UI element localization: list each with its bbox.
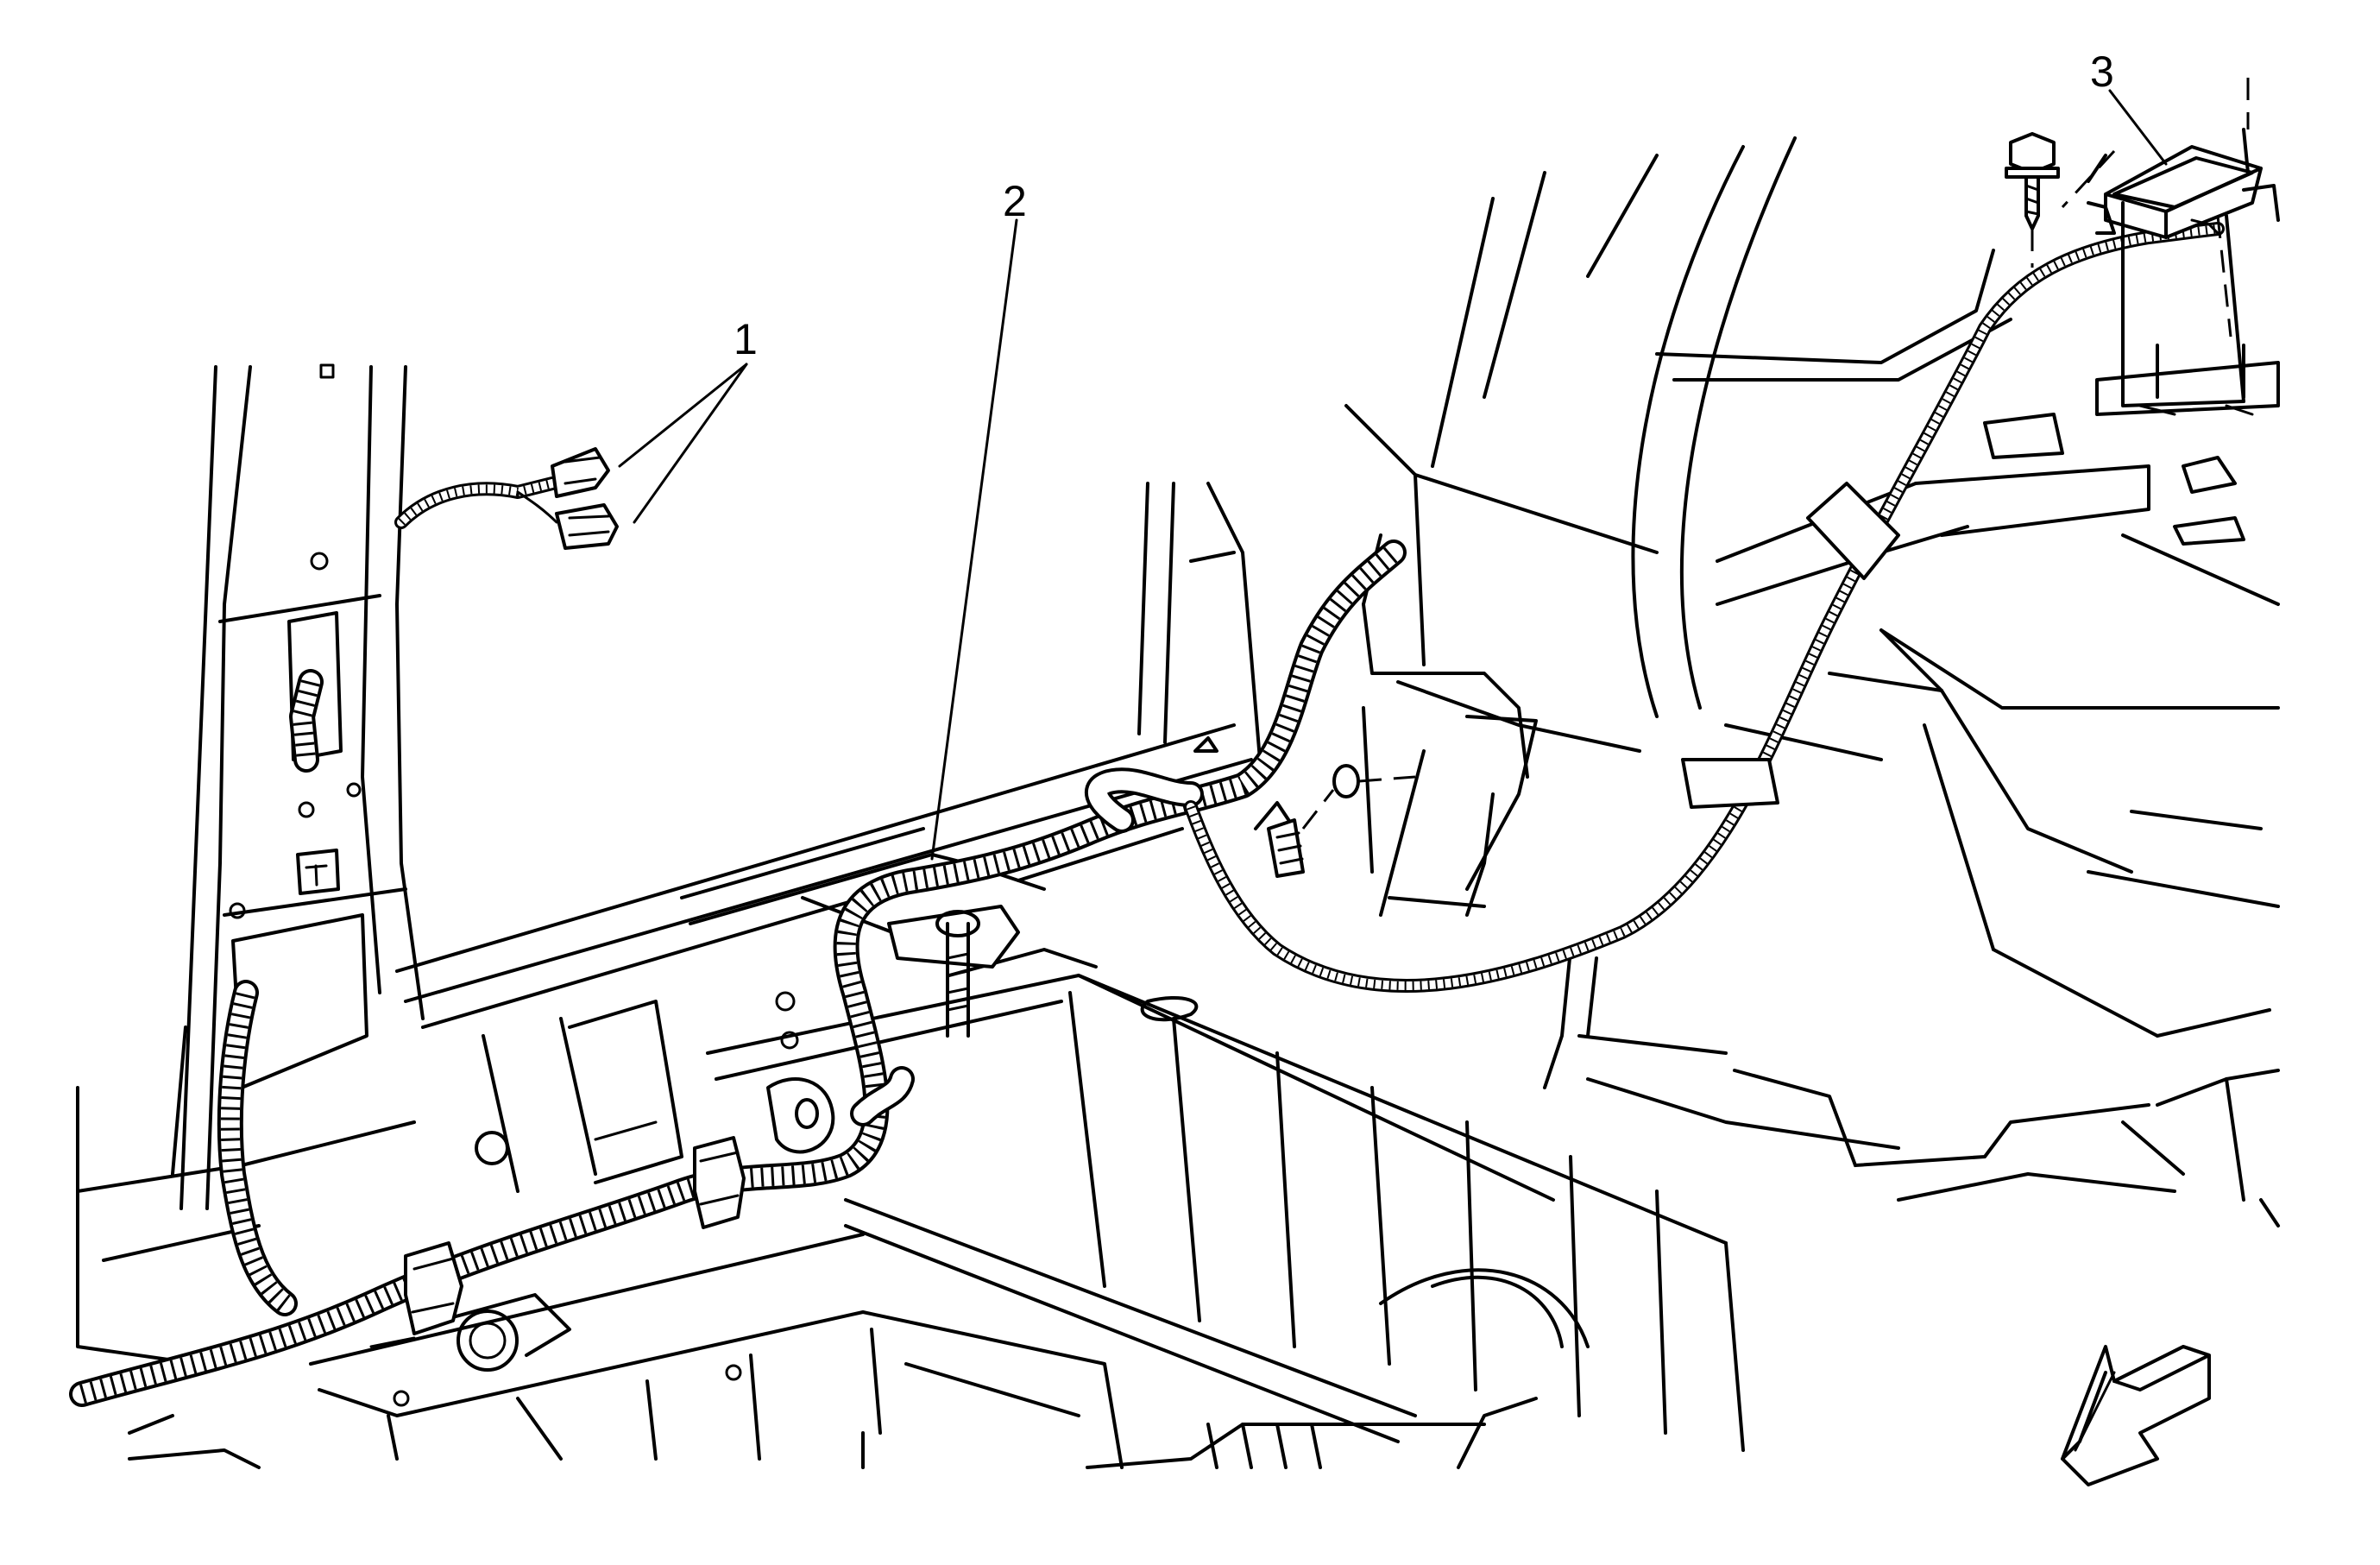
connector-icon	[516, 447, 619, 550]
rocker-panel	[395, 723, 1262, 1193]
callout-2: 2	[1003, 177, 1027, 225]
main-wiring-harness	[69, 222, 2225, 1407]
floor-pan	[128, 948, 1745, 1469]
callout-3: 3	[2090, 47, 2114, 96]
harness-clip-icon	[404, 1136, 746, 1335]
module-icon	[2061, 78, 2280, 416]
leader-lines	[618, 89, 2168, 861]
front-direction-arrow-icon	[2061, 1345, 2211, 1486]
callout-1: 1	[734, 315, 758, 363]
right-floor-structure	[1577, 136, 2280, 1227]
center-pillars	[1137, 154, 1659, 1089]
tape-wraps	[1681, 482, 1900, 809]
callout-labels: 1 2 3	[734, 47, 2114, 363]
bolt-icon	[2005, 132, 2060, 268]
harness-bracket	[766, 736, 1416, 1154]
